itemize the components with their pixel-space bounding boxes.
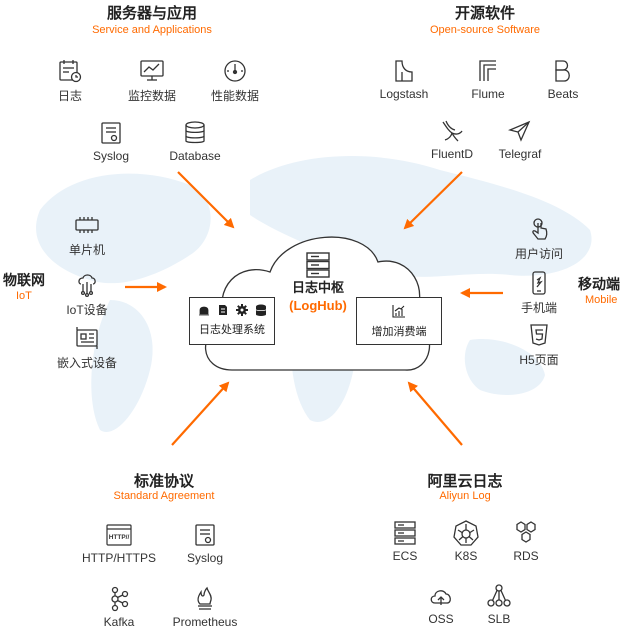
- hub-title: 日志中枢: [291, 280, 344, 295]
- load-balancer-icon: [487, 584, 511, 607]
- item-h5: H5页面: [484, 322, 594, 368]
- aliyun-title: 阿里云日志: [427, 473, 503, 490]
- item-user-access: 用户访问: [484, 216, 594, 262]
- item-http: HTTP// HTTP/HTTPS: [64, 522, 174, 565]
- hexagons-icon: [516, 521, 536, 543]
- database-icon: [255, 304, 266, 316]
- item-performance: 性能数据: [180, 58, 290, 104]
- prometheus-flame-icon: [197, 586, 212, 610]
- kubernetes-icon: [453, 520, 479, 546]
- log-calendar-icon: [59, 60, 82, 83]
- item-beats: Beats: [508, 58, 618, 101]
- gauge-icon: [224, 60, 246, 82]
- item-telegraf: Telegraf: [465, 118, 575, 161]
- growth-chart-icon: [392, 305, 405, 318]
- phone-icon: [532, 271, 546, 295]
- fluentd-bird-icon: [442, 120, 463, 142]
- item-oss: OSS: [386, 583, 496, 626]
- item-flume: Flume: [433, 58, 543, 101]
- add-consumer-box: 增加消费端: [356, 297, 442, 345]
- hub-subtitle: (LogHub): [289, 298, 347, 313]
- iot-circuit-icon: [78, 274, 96, 298]
- servers-subtitle: Service and Applications: [92, 24, 212, 36]
- standard-subtitle: Standard Agreement: [113, 490, 215, 502]
- standard-title: 标准协议: [133, 473, 194, 490]
- item-log: 日志: [15, 58, 125, 104]
- log-processing-label: 日志处理系统: [199, 324, 265, 336]
- telegraf-plane-icon: [507, 120, 531, 142]
- item-mcu: 单片机: [32, 212, 142, 258]
- item-logstash: Logstash: [349, 58, 459, 101]
- server-rack-icon: [394, 521, 416, 545]
- item-embedded: 嵌入式设备: [32, 325, 142, 371]
- embedded-board-icon: [76, 327, 98, 349]
- flume-icon: [479, 60, 496, 81]
- cloud-upload-icon: [430, 590, 451, 605]
- item-k8s: K8S: [411, 520, 521, 563]
- syslog-doc-icon: [101, 122, 121, 144]
- alarm-icon: [198, 306, 209, 316]
- document-icon: [218, 305, 227, 315]
- item-syslog: Syslog: [56, 120, 166, 163]
- database-icon: [185, 121, 205, 144]
- mobile-title: 移动端: [578, 276, 620, 292]
- beats-icon: [555, 60, 570, 82]
- kafka-icon: [111, 586, 129, 612]
- opensource-subtitle: Open-source Software: [429, 24, 541, 36]
- add-consumer-label: 增加消费端: [371, 326, 427, 338]
- monitor-chart-icon: [140, 60, 164, 81]
- item-fluentd: FluentD: [397, 118, 507, 161]
- syslog-doc-icon: [195, 524, 215, 546]
- item-slb: SLB: [444, 583, 554, 626]
- item-syslog-standard: Syslog: [150, 522, 260, 565]
- logstash-icon: [395, 60, 413, 82]
- item-iot-device: IoT设备: [32, 272, 142, 318]
- server-stack-icon: [306, 252, 330, 278]
- chip-icon: [75, 217, 99, 233]
- gear-icon: [235, 304, 248, 316]
- item-phone: 手机端: [484, 270, 594, 316]
- mobile-subtitle: Mobile: [585, 294, 618, 306]
- item-prometheus: Prometheus: [150, 586, 260, 629]
- item-monitoring: 监控数据: [97, 58, 207, 104]
- servers-title: 服务器与应用: [106, 5, 197, 22]
- item-kafka: Kafka: [64, 586, 174, 629]
- item-rds: RDS: [471, 520, 581, 563]
- opensource-title: 开源软件: [454, 5, 515, 22]
- item-database: Database: [140, 120, 250, 163]
- svg-text:HTTP//: HTTP//: [109, 534, 130, 541]
- iot-title: 物联网: [3, 272, 45, 288]
- log-processing-box: 日志处理系统: [189, 297, 275, 345]
- touch-hand-icon: [532, 218, 548, 240]
- http-icon: HTTP//: [106, 524, 132, 546]
- iot-subtitle: IoT: [16, 290, 32, 302]
- html5-icon: [530, 324, 548, 346]
- item-ecs: ECS: [350, 520, 460, 563]
- aliyun-subtitle: Aliyun Log: [439, 490, 491, 502]
